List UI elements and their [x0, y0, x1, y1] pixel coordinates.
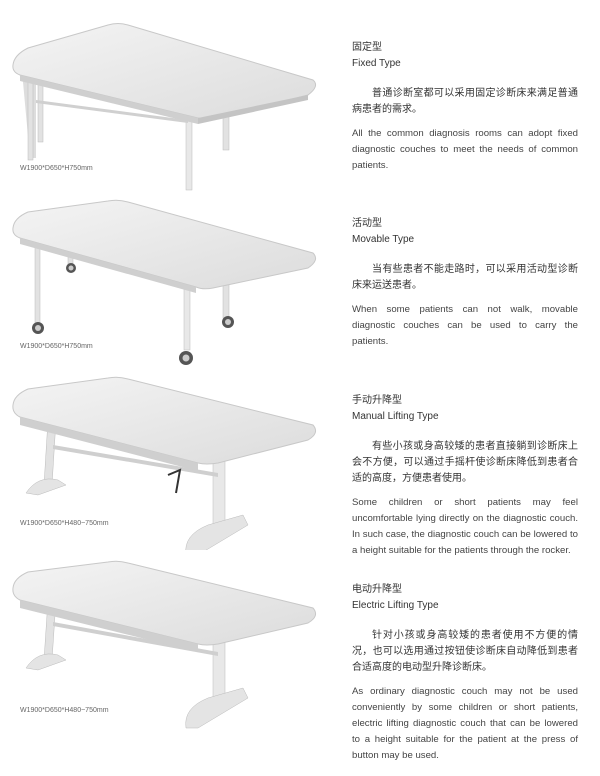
en-title: Movable Type	[352, 234, 415, 245]
manual-lifting-couch-image	[12, 376, 317, 550]
en-description: When some patients can not walk, movable…	[352, 304, 578, 347]
product-description: 固定型 Fixed Type 普通诊断室都可以采用固定诊断床来满足普通病患者的需…	[352, 40, 578, 174]
zh-title: 电动升降型	[352, 584, 402, 595]
zh-description: 普通诊断室都可以采用固定诊断床来满足普通病患者的需求。	[352, 88, 578, 115]
movable-couch-image	[12, 199, 317, 365]
zh-description: 有些小孩或身高较矮的患者直接躺到诊断床上会不方便，可以通过手摇杆使诊断床降低到患…	[352, 441, 578, 484]
zh-title: 活动型	[352, 218, 382, 229]
zh-description: 当有些患者不能走路时，可以采用活动型诊断床来运送患者。	[352, 264, 578, 291]
electric-lifting-couch-image	[12, 560, 317, 729]
product-description: 活动型 Movable Type 当有些患者不能走路时，可以采用活动型诊断床来运…	[352, 216, 578, 350]
dimensions-caption: W1900*D650*H480~750mm	[20, 707, 109, 714]
dimensions-caption: W1900*D650*H480~750mm	[20, 520, 109, 527]
en-description: Some children or short patients may feel…	[352, 497, 578, 556]
en-description: All the common diagnosis rooms can adopt…	[352, 128, 578, 171]
zh-description: 针对小孩或身高较矮的患者使用不方便的情况，也可以选用通过按钮使诊断床自动降低到患…	[352, 630, 578, 673]
zh-title: 手动升降型	[352, 395, 402, 406]
product-description: 手动升降型 Manual Lifting Type 有些小孩或身高较矮的患者直接…	[352, 393, 578, 559]
fixed-couch-image	[12, 23, 317, 191]
zh-title: 固定型	[352, 42, 382, 53]
product-description: 电动升降型 Electric Lifting Type 针对小孩或身高较矮的患者…	[352, 582, 578, 764]
dimensions-caption: W1900*D650*H750mm	[20, 343, 93, 350]
en-title: Electric Lifting Type	[352, 600, 439, 611]
dimensions-caption: W1900*D650*H750mm	[20, 165, 93, 172]
en-title: Manual Lifting Type	[352, 411, 439, 422]
en-description: As ordinary diagnostic couch may not be …	[352, 686, 578, 761]
en-title: Fixed Type	[352, 58, 401, 69]
